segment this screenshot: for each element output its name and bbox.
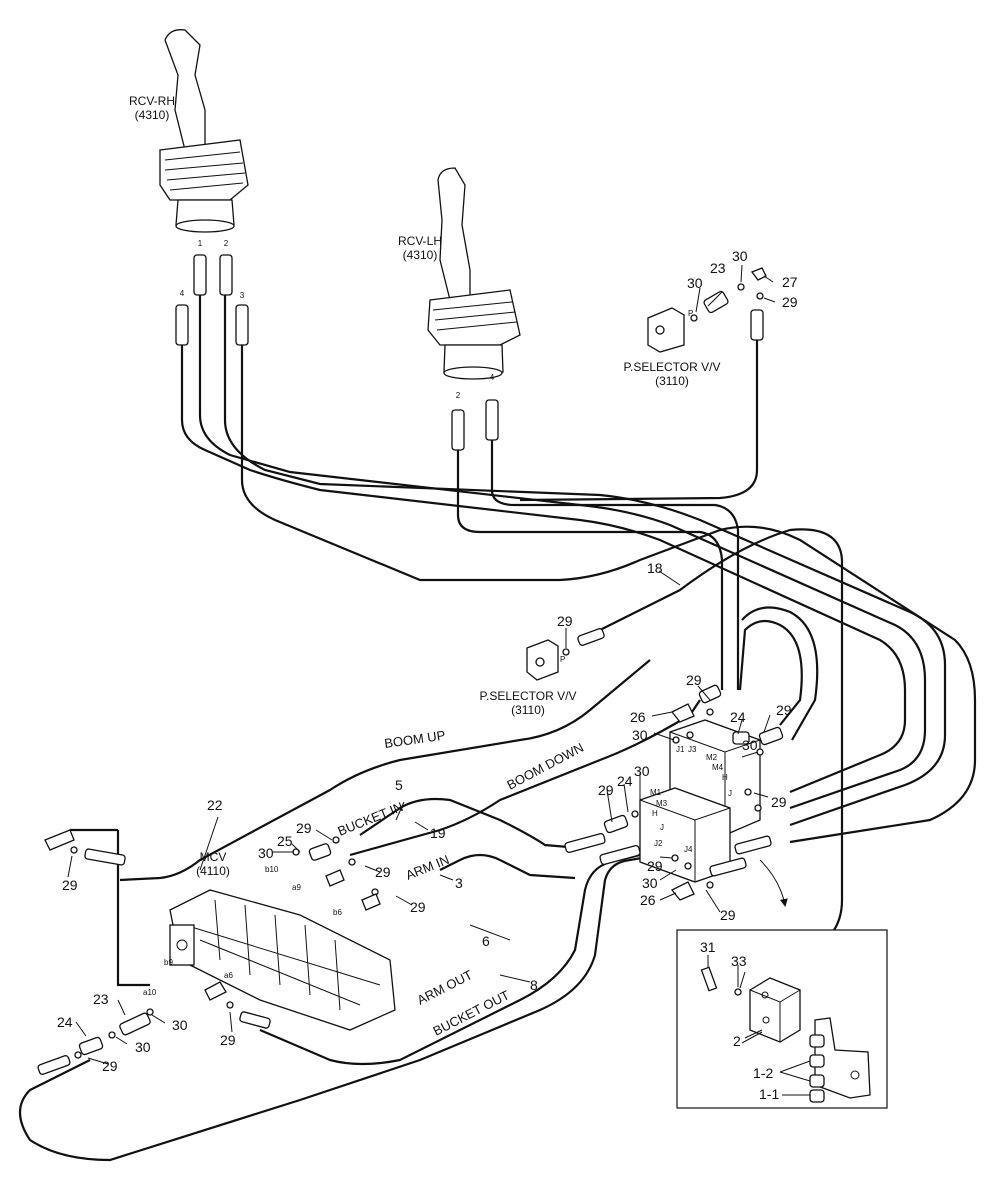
callout-30-low-b: 30 (135, 1039, 151, 1055)
callout-30-mcv: 30 (258, 845, 274, 861)
callout-8: 8 (530, 977, 538, 993)
callout-29-mcv-b: 29 (375, 864, 391, 880)
callout-29-mcv-c: 29 (410, 899, 426, 915)
port-a9: a9 (292, 883, 301, 892)
sel-top-name: P.SELECTOR V/V (624, 360, 721, 374)
callout-25: 25 (277, 833, 293, 849)
rcv-lh-code: (4310) (403, 248, 438, 262)
rh-port-1: 1 (198, 239, 203, 248)
port-m1: M1 (650, 788, 662, 797)
rh-port-2: 2 (224, 239, 229, 248)
port-j-a: J (728, 789, 732, 798)
callout-29-a6: 29 (220, 1032, 236, 1048)
callout-numbers: 18 22 5 19 3 6 8 23 30 30 27 29 29 29 26… (57, 248, 798, 1102)
port-j2: J2 (654, 839, 663, 848)
callout-18: 18 (647, 560, 663, 576)
label-boom-up: BOOM UP (383, 728, 446, 751)
callout-29-tee: 29 (62, 877, 78, 893)
callout-30-top-a: 30 (687, 275, 703, 291)
port-h2: H (652, 809, 658, 818)
callout-24-mid: 24 (617, 773, 633, 789)
callout-23-low: 23 (93, 991, 109, 1007)
port-a10: a10 (143, 988, 157, 997)
callout-6: 6 (482, 933, 490, 949)
callout-23-top: 23 (710, 260, 726, 276)
port-m3: M3 (656, 799, 668, 808)
lh-port-2: 2 (456, 391, 461, 400)
callout-26-low: 26 (640, 892, 656, 908)
callout-30-j1: 30 (632, 727, 648, 743)
port-a6: a6 (224, 971, 233, 980)
port-m2: M2 (706, 753, 718, 762)
leader-lines (67, 264, 776, 1065)
rh-port-4: 4 (180, 289, 185, 298)
sel-mid-port-p: P (560, 655, 565, 664)
rcv-lh-name: RCV-LH (398, 234, 442, 248)
callout-26-top: 26 (630, 709, 646, 725)
callout-29-lowright: 29 (720, 907, 736, 923)
port-j4: J4 (684, 845, 693, 854)
callout-30-top-b: 30 (732, 248, 748, 264)
callout-30-mid: 30 (634, 763, 650, 779)
label-arm-in: ARM IN (404, 852, 452, 883)
callout-31: 31 (700, 939, 716, 955)
callout-29-mcv-a: 29 (296, 820, 312, 836)
rh-port-3: 3 (240, 291, 245, 300)
port-j-b: J (660, 823, 664, 832)
callout-29-j1: 29 (686, 672, 702, 688)
sel-mid-code: (3110) (511, 703, 545, 717)
callout-2: 2 (733, 1033, 741, 1049)
rcv-rh-joystick: RCV-RH (4310) 1 2 3 4 (129, 29, 249, 346)
callout-3: 3 (455, 875, 463, 891)
port-b9: b9 (164, 958, 173, 967)
port-h1: H (722, 773, 728, 782)
sel-top-port-p: P (688, 309, 693, 318)
callout-29-low-end: 29 (102, 1058, 118, 1074)
callout-29-top: 29 (782, 294, 798, 310)
port-b6: b6 (333, 908, 342, 917)
junction-block-assembly: J1 J3 M2 M4 M1 M3 H H J J J2 J4 (564, 684, 784, 901)
port-j1: J1 (676, 745, 685, 754)
callout-1-1: 1-1 (759, 1086, 779, 1102)
mcv-code: (4110) (196, 864, 230, 878)
callout-29-sel: 29 (557, 613, 573, 629)
sel-top-code: (3110) (655, 374, 689, 388)
callout-1-2: 1-2 (753, 1065, 773, 1081)
callout-29-low: 29 (647, 858, 663, 874)
callout-24-low: 24 (57, 1014, 73, 1030)
pressure-selector-valve-top: P P.SELECTOR V/V (3110) (624, 267, 767, 388)
lh-port-4: 4 (490, 373, 495, 382)
callout-19: 19 (430, 825, 446, 841)
detail-inset (676, 929, 888, 1109)
mcv-name: MCV (200, 850, 227, 864)
callout-33: 33 (731, 953, 747, 969)
label-bucket-in: BUCKET IN (336, 799, 406, 839)
callout-24-right: 24 (730, 709, 746, 725)
callout-27: 27 (782, 274, 798, 290)
callout-5: 5 (395, 777, 403, 793)
pressure-selector-valve-mid: P P.SELECTOR V/V (3110) (480, 628, 605, 717)
port-b10: b10 (265, 865, 279, 874)
callout-29-right: 29 (771, 794, 787, 810)
detail-arrow (759, 859, 788, 907)
pilot-hoses (18, 295, 977, 1162)
callout-30-low-a: 30 (172, 1017, 188, 1033)
callout-22: 22 (207, 797, 223, 813)
label-boom-down: BOOM DOWN (504, 740, 586, 793)
rcv-rh-code: (4310) (135, 108, 170, 122)
main-control-valve: MCV (4110) b10 a9 b6 a6 b9 a10 (37, 829, 396, 1075)
callout-29-mid: 29 (598, 782, 614, 798)
port-j3: J3 (688, 745, 697, 754)
label-arm-out: ARM OUT (415, 967, 475, 1008)
sel-mid-name: P.SELECTOR V/V (480, 689, 577, 703)
port-m4: M4 (712, 763, 724, 772)
callout-29-j2: 29 (776, 702, 792, 718)
rcv-rh-name: RCV-RH (129, 94, 175, 108)
rcv-lh-joystick: RCV-LH (4310) 2 4 (398, 167, 521, 451)
callout-30-low: 30 (642, 875, 658, 891)
callout-30-right: 30 (742, 737, 758, 753)
